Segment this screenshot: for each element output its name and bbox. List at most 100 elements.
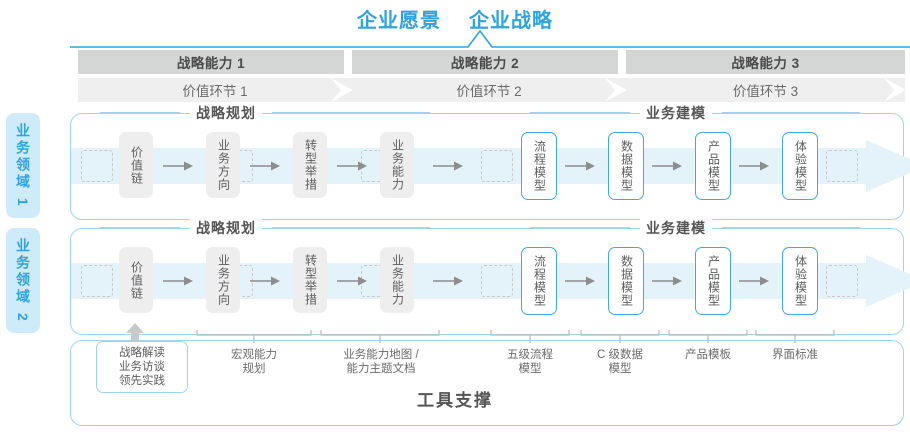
caption-line-left-1 <box>100 112 180 114</box>
vision-connector-line <box>70 28 910 50</box>
caption-line-left-4 <box>530 227 630 229</box>
tool-label-1-line-1: 宏观能力 <box>231 349 277 361</box>
value-segment-2[interactable]: 价值环节 2 <box>352 78 627 102</box>
section-caption-modeling-2: 业务建模 <box>530 218 860 238</box>
process-box-business-direction-2[interactable]: 业务方向 <box>206 247 240 313</box>
value-segment-3[interactable]: 价值环节 3 <box>626 78 906 102</box>
domain-tab-1-label: 业务领域 1 <box>15 122 31 209</box>
tool-label-5-line-1: 产品模板 <box>685 349 731 361</box>
process-box-experience-model-1[interactable]: 体验模型 <box>782 132 818 200</box>
process-box-process-model-1[interactable]: 流程模型 <box>521 132 557 200</box>
tool-support-title: 工具支撑 <box>417 391 493 410</box>
domain-tab-1[interactable]: 业务领域 1 <box>6 113 40 218</box>
tool-support-container <box>70 340 904 426</box>
arrow-icon-1c <box>337 159 367 171</box>
process-box-transformation-2[interactable]: 转型举措 <box>293 247 327 313</box>
domain-tab-2[interactable]: 业务领域 2 <box>6 228 40 333</box>
process-box-process-model-2-label: 流程模型 <box>532 255 547 307</box>
domain-row-1: 价值链 业务方向 转型举措 业务能力 流程模型 数据模型 产品模型 体验模型 <box>70 113 910 220</box>
enterprise-vision-title: 企业愿景 <box>357 9 441 32</box>
process-box-value-chain-1[interactable]: 价值链 <box>119 132 153 198</box>
placeholder-box-2e <box>826 265 858 297</box>
process-box-process-model-2[interactable]: 流程模型 <box>521 247 557 315</box>
value-segment-row: 价值环节 1 价值环节 2 价值环节 3 <box>78 78 906 102</box>
process-box-business-capability-1[interactable]: 业务能力 <box>380 132 414 198</box>
capability-bar-3[interactable]: 战略能力 3 <box>626 50 905 74</box>
bracket-icon-2 <box>320 330 440 344</box>
caption-line-right-3 <box>272 227 430 229</box>
arrow-icon-1g <box>739 159 769 171</box>
capability-bar-2[interactable]: 战略能力 2 <box>352 50 618 74</box>
value-segment-1-label: 价值环节 1 <box>182 84 248 99</box>
bracket-icon-4 <box>580 330 660 344</box>
process-box-value-chain-2[interactable]: 价值链 <box>119 247 153 313</box>
arrow-icon-2d <box>433 274 463 286</box>
section-caption-planning-1-label: 战略规划 <box>190 103 262 123</box>
up-arrow-icon <box>124 323 146 345</box>
caption-line-left-2 <box>530 112 630 114</box>
process-box-experience-model-2[interactable]: 体验模型 <box>782 247 818 315</box>
process-box-business-capability-2[interactable]: 业务能力 <box>380 247 414 313</box>
arrow-icon-1e <box>565 159 595 171</box>
process-box-value-chain-1-label: 价值链 <box>129 145 144 185</box>
process-box-transformation-1[interactable]: 转型举措 <box>293 132 327 198</box>
enterprise-strategy-title: 企业战略 <box>469 9 553 32</box>
vision-title-row: 企业愿景 企业战略 <box>0 4 910 32</box>
value-segment-2-label: 价值环节 2 <box>456 84 522 99</box>
arrow-icon-2g <box>739 274 769 286</box>
process-box-business-capability-1-label: 业务能力 <box>390 139 405 191</box>
process-box-product-model-2[interactable]: 产品模型 <box>695 247 731 315</box>
placeholder-box-1a <box>81 150 113 182</box>
process-box-process-model-1-label: 流程模型 <box>532 140 547 192</box>
bracket-icon-5 <box>668 330 748 344</box>
tool-label-2-line-1: 业务能力地图 / <box>343 349 419 361</box>
tool-label-6: 界面标准 <box>755 348 835 362</box>
arrow-icon-1b <box>250 159 280 171</box>
arrow-icon-2c <box>337 274 367 286</box>
chevron-right-icon-3 <box>884 78 906 102</box>
tool-highlight-box[interactable]: 战略解读 业务访谈 领先实践 <box>96 341 188 393</box>
process-box-transformation-1-label: 转型举措 <box>303 139 318 191</box>
section-caption-modeling-2-label: 业务建模 <box>640 218 712 238</box>
capability-gap-1 <box>344 50 352 74</box>
process-box-data-model-1[interactable]: 数据模型 <box>608 132 644 200</box>
process-box-product-model-1-label: 产品模型 <box>706 140 721 192</box>
process-box-business-capability-2-label: 业务能力 <box>390 254 405 306</box>
tool-label-3-line-1: 五级流程 <box>507 349 553 361</box>
arrow-icon-2f <box>652 274 682 286</box>
process-box-data-model-2[interactable]: 数据模型 <box>608 247 644 315</box>
section-caption-planning-2-label: 战略规划 <box>190 218 262 238</box>
section-caption-planning-2: 战略规划 <box>100 218 430 238</box>
tool-highlight-line-3: 领先实践 <box>119 375 165 387</box>
capability-bar-1[interactable]: 战略能力 1 <box>78 50 344 74</box>
chevron-right-icon-2 <box>605 78 627 102</box>
tool-highlight-line-2: 业务访谈 <box>119 361 165 373</box>
chevron-right-icon-1 <box>331 78 353 102</box>
placeholder-box-2d <box>481 265 513 297</box>
process-box-product-model-2-label: 产品模型 <box>706 255 721 307</box>
tool-label-1: 宏观能力 规划 <box>204 348 304 376</box>
section-caption-planning-1: 战略规划 <box>100 103 430 123</box>
value-segment-1[interactable]: 价值环节 1 <box>78 78 353 102</box>
tool-highlight-line-1: 战略解读 <box>119 347 165 359</box>
capability-bar-row: 战略能力 1 战略能力 2 战略能力 3 <box>78 50 905 74</box>
placeholder-box-1e <box>826 150 858 182</box>
process-box-business-direction-1[interactable]: 业务方向 <box>206 132 240 198</box>
tool-label-1-line-2: 规划 <box>242 363 266 375</box>
tool-label-2-line-2: 能力主题文档 <box>346 363 416 375</box>
caption-line-right-1 <box>272 112 430 114</box>
arrow-icon-2a <box>163 274 193 286</box>
process-box-experience-model-2-label: 体验模型 <box>793 255 808 307</box>
arrow-icon-1d <box>433 159 463 171</box>
arrow-icon-1f <box>652 159 682 171</box>
tool-label-3: 五级流程 模型 <box>490 348 570 376</box>
arrow-icon-2b <box>250 274 280 286</box>
placeholder-box-1d <box>481 150 513 182</box>
domain-tab-2-label: 业务领域 2 <box>15 237 31 324</box>
process-box-experience-model-1-label: 体验模型 <box>793 140 808 192</box>
tool-label-5: 产品模板 <box>668 348 748 362</box>
process-box-data-model-1-label: 数据模型 <box>619 140 634 192</box>
process-box-product-model-1[interactable]: 产品模型 <box>695 132 731 200</box>
process-box-business-direction-1-label: 业务方向 <box>216 139 231 191</box>
tool-label-4: C 级数据 模型 <box>580 348 660 376</box>
